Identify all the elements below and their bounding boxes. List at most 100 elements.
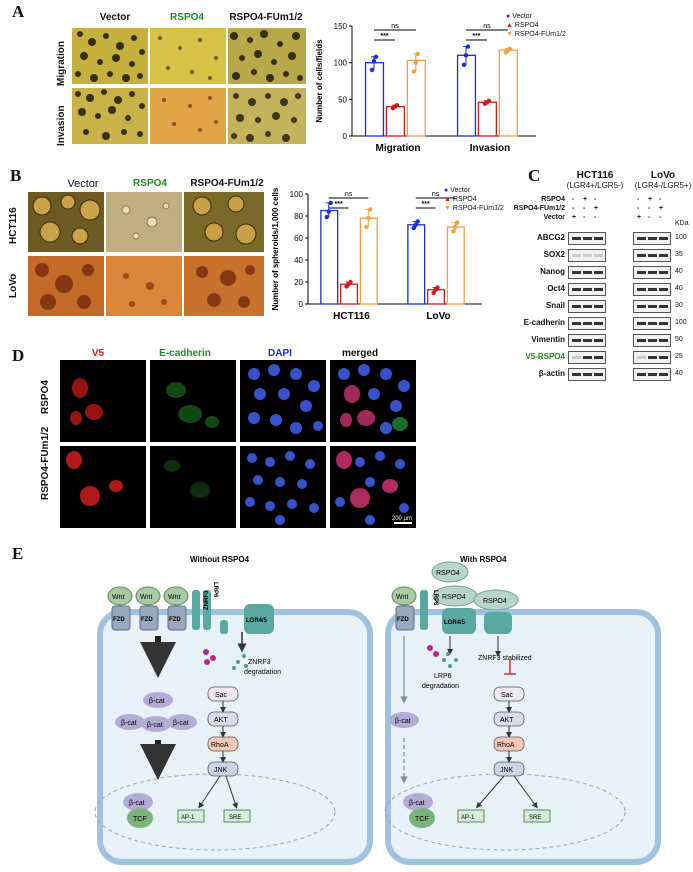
- panel-d-label: D: [12, 346, 25, 365]
- right-title: With RSPO4: [460, 555, 507, 564]
- wb-condition-label: RSPO4: [541, 196, 565, 203]
- wb-condition-mark: +: [583, 196, 588, 203]
- panel-b-image-fum-lovo: [184, 256, 264, 316]
- wb-mw-label: 50: [675, 336, 683, 343]
- wb-band: [583, 237, 592, 240]
- panel-a-image-fum-invasion: [228, 88, 306, 144]
- panel-a-col-vector: Vector: [99, 12, 131, 23]
- legend-vector: ● Vector: [506, 13, 533, 20]
- b-bar-0-0: [320, 209, 339, 305]
- right-wnt-label: Wnt: [396, 594, 409, 601]
- wb-band: [648, 237, 657, 240]
- wb-protein-label: E-cadherin: [523, 318, 565, 327]
- wb-band: [659, 254, 668, 257]
- panel-d-row-fum: RSPO4-FUm1/2: [40, 426, 51, 500]
- wb-band: [572, 271, 581, 274]
- wb-mw-label: 40: [675, 268, 683, 275]
- wb-mw-label: 40: [675, 285, 683, 292]
- wb-band: [648, 288, 657, 291]
- a-sig-b-1: ns: [483, 23, 491, 30]
- a-sig-a-0: ***: [380, 33, 388, 40]
- wb-band-box: [633, 368, 671, 381]
- wb-condition-mark: +: [648, 196, 653, 203]
- b-pt-0-0-1: [326, 209, 331, 214]
- wb-condition-label: RSPO4-FUm1/2: [513, 205, 565, 212]
- wb-band: [594, 373, 603, 376]
- wb-band: [637, 288, 646, 291]
- right-akt: AKT: [500, 717, 514, 724]
- wb-condition-row: RSPO4-FUm1/2--+--+: [500, 205, 693, 214]
- panel-b-legend: ● Vector ▲ RSPO4 ▼ RSPO4-FUm1/2: [444, 186, 504, 213]
- b-pt-1-2-0: [451, 229, 456, 234]
- panel-d-col-merged: merged: [341, 348, 379, 359]
- b-ytick-label-1: 20: [294, 278, 303, 287]
- a-pt-0-0-0: [369, 67, 375, 73]
- wb-band: [594, 339, 603, 342]
- wb-band: [583, 356, 592, 359]
- b-ytick-label-0: 0: [299, 300, 304, 309]
- right-lgr-label: LGR4/5: [444, 620, 466, 626]
- wb-band: [594, 237, 603, 240]
- wb-condition-mark: -: [637, 196, 640, 203]
- wb-condition-row: Vector+--+--: [500, 214, 693, 223]
- right-fzd: [395, 605, 415, 631]
- wb-condition-mark: -: [572, 196, 575, 203]
- panel-d-dapi-fum: [240, 446, 326, 528]
- left-wnt-3: Wnt: [168, 594, 181, 601]
- wb-band: [637, 271, 646, 274]
- wb-band: [572, 254, 581, 257]
- wb-mw-label: 30: [675, 302, 683, 309]
- wb-band: [583, 288, 592, 291]
- left-bcat-nucleus: β-cat: [129, 800, 145, 807]
- a-pt-0-0-1: [371, 59, 377, 64]
- panel-b-image-rspo4-hct116: [106, 192, 182, 252]
- panel-c-hct116-header: HCT116 (LGR4+/LGR5-): [560, 170, 630, 190]
- wb-band: [594, 356, 603, 359]
- wb-band: [572, 322, 581, 325]
- left-bcat-1: β-cat: [149, 698, 165, 705]
- left-sac: Sac: [215, 692, 228, 699]
- a-bar-1-2: [498, 49, 518, 137]
- left-bcat-2: β-cat: [121, 720, 137, 727]
- a-pt-1-0-2: [465, 44, 471, 49]
- wb-band: [594, 288, 603, 291]
- panel-d-ecad-fum: [150, 446, 236, 528]
- a-xlabel-1: Invasion: [470, 143, 511, 154]
- right-rhoa: RhoA: [497, 742, 515, 749]
- a-pt-0-1-2: [394, 103, 400, 108]
- panel-d-v5-fum: [60, 446, 146, 528]
- wb-condition-mark: +: [659, 205, 664, 212]
- wb-condition-mark: -: [594, 196, 597, 203]
- a-bar-0-0: [364, 62, 385, 137]
- wb-band: [572, 356, 581, 359]
- wb-band: [583, 305, 592, 308]
- left-title: Without RSPO4: [190, 555, 250, 564]
- b-pt-0-0-0: [324, 214, 329, 220]
- b-bar-1-2: [446, 226, 465, 305]
- wb-band-box: [633, 351, 671, 364]
- wb-band-box: [568, 232, 606, 245]
- wb-band: [594, 271, 603, 274]
- wb-condition-mark: +: [594, 205, 599, 212]
- panel-b-col-rspo4: RSPO4: [133, 178, 167, 189]
- b-ytick-label-3: 60: [294, 234, 303, 243]
- panel-d-col-dapi: DAPI: [268, 348, 292, 359]
- left-fzd-receptors: [111, 605, 187, 631]
- left-wnt-ligands: [107, 586, 189, 606]
- legend-rspo4: ▲ RSPO4: [506, 22, 539, 29]
- b-xlabel-0: HCT116: [333, 311, 370, 322]
- wb-band-box: [568, 317, 606, 330]
- wb-band: [583, 339, 592, 342]
- left-tcf: TCF: [133, 816, 147, 823]
- a-pt-1-2-2: [507, 46, 513, 51]
- a-sig-a-1: ***: [472, 33, 480, 40]
- panel-c-conditions: RSPO4-+--+-RSPO4-FUm1/2--+--+Vector+--+-…: [500, 196, 693, 223]
- wb-condition-mark: -: [659, 214, 662, 221]
- left-znrf3-lgr: [220, 604, 274, 634]
- panel-a-image-vector-migration: [72, 28, 148, 84]
